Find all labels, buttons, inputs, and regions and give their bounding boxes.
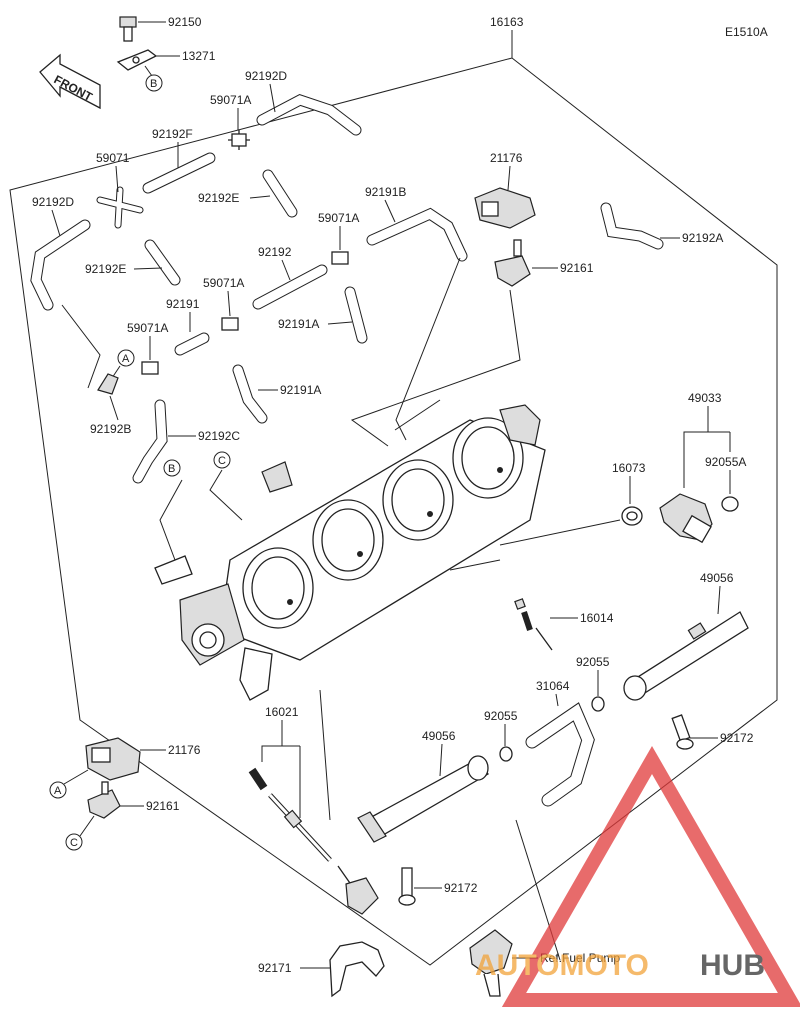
label-59071A-2: 59071A [318, 211, 359, 225]
label-92150: 92150 [168, 15, 202, 29]
cap-part [97, 373, 119, 395]
label-59071A-3: 59071A [203, 276, 244, 290]
tee-59071A-1 [228, 130, 250, 150]
label-92192C: 92192C [198, 429, 240, 443]
ref-circle-b-top [145, 74, 163, 92]
ref-circle-c-mid [213, 451, 231, 469]
hose-92192F [142, 152, 216, 194]
label-92055A: 92055A [705, 455, 746, 469]
label-16163: 16163 [490, 15, 524, 29]
hose-92191B [366, 207, 468, 262]
label-92055-1: 92055 [576, 655, 610, 669]
oring-92055-1 [591, 696, 605, 712]
label-92192B: 92192B [90, 422, 131, 436]
assembly-outline [9, 57, 778, 966]
hose-92191A-1 [344, 286, 368, 344]
label-92171: 92171 [258, 961, 292, 975]
clamp-92171 [329, 941, 385, 998]
sensor-21176-bottom [85, 737, 141, 781]
label-16021: 16021 [265, 705, 299, 719]
label-92192D-top: 92192D [245, 69, 287, 83]
label-92172-right: 92172 [720, 731, 754, 745]
holder-92161-bottom [87, 781, 121, 819]
ref-a-top: A [122, 353, 130, 365]
label-92192E-2: 92192E [85, 262, 126, 276]
pipe-31064 [525, 702, 595, 807]
bolt-92172-right [671, 714, 694, 750]
label-92192: 92192 [258, 245, 292, 259]
hose-92192C [132, 399, 168, 484]
bolt-92150 [119, 16, 137, 42]
ref-circle-b-mid [163, 459, 181, 477]
hose-92192A [600, 202, 664, 250]
ref-a-bottom: A [54, 785, 62, 797]
label-16073: 16073 [612, 461, 646, 475]
label-92191A-2: 92191A [280, 383, 321, 397]
ref-c-mid: C [218, 455, 226, 467]
ref-c-bottom: C [70, 837, 78, 849]
label-59071: 59071 [96, 151, 130, 165]
label-92192F: 92192F [152, 127, 193, 141]
label-13271: 13271 [182, 49, 216, 63]
sensor-21176-top [474, 187, 536, 229]
label-31064: 31064 [536, 679, 570, 693]
bolt-92172-bottom [398, 867, 416, 906]
label-92191: 92191 [166, 297, 200, 311]
hose-92191 [174, 332, 210, 356]
fuel-pump-connector [469, 929, 513, 997]
seal-16073 [621, 506, 643, 526]
tee-59071A-3 [221, 317, 239, 331]
label-59071A-1: 59071A [210, 93, 251, 107]
sensor-16021 [248, 767, 379, 915]
ref-b-mid: B [168, 463, 175, 475]
diagram-code: E1510A [725, 25, 768, 39]
label-49056-right: 49056 [700, 571, 734, 585]
hose-92192E-1 [262, 169, 298, 218]
screw-16014 [514, 598, 553, 651]
ref-fuel-pump-note: Ref.Fuel Pump [540, 951, 620, 965]
label-92192A: 92192A [682, 231, 723, 245]
bracket-13271 [116, 49, 158, 71]
hose-92192D-top [256, 94, 362, 136]
front-arrow: FRONT [39, 53, 101, 110]
tee-59071A-4 [141, 361, 159, 375]
throttle-body-assembly [154, 404, 546, 701]
label-92192D-left: 92192D [32, 195, 74, 209]
delivery-pipe-49056-right [623, 611, 749, 701]
label-92191B: 92191B [365, 185, 406, 199]
tee-59071A-2 [331, 251, 349, 265]
label-92161-top: 92161 [560, 261, 594, 275]
label-21176-bottom: 21176 [168, 743, 201, 757]
label-92055-2: 92055 [484, 709, 518, 723]
tee-59071 [96, 186, 144, 229]
hose-92191A-2 [232, 364, 268, 424]
label-59071A-4: 59071A [127, 321, 168, 335]
hose-92192D-left [30, 219, 91, 311]
label-16014: 16014 [580, 611, 614, 625]
label-49056-mid: 49056 [422, 729, 456, 743]
label-92191A-1: 92191A [278, 317, 319, 331]
hose-92192 [252, 264, 328, 310]
hose-92192E-2 [144, 239, 181, 286]
holder-92161-top [494, 239, 531, 287]
label-21176-top: 21176 [490, 151, 523, 165]
oring-92055A [721, 496, 739, 512]
watermark-text-1: AUTOMOTO [475, 949, 649, 982]
label-92172-bottom: 92172 [444, 881, 478, 895]
label-92192E-1: 92192E [198, 191, 239, 205]
ref-circle-c-bottom [65, 833, 83, 851]
ref-b-top: B [150, 78, 157, 90]
delivery-pipe-49056-mid [357, 755, 490, 843]
oring-92055-2 [499, 746, 513, 762]
watermark-text-2: HUB [700, 949, 765, 982]
ref-circle-a-top [117, 349, 135, 367]
ref-circle-a-bottom [49, 781, 67, 799]
label-92161-bottom: 92161 [146, 799, 180, 813]
watermark-logo: AUTOMOTO HUB [475, 745, 800, 1007]
label-49033: 49033 [688, 391, 722, 405]
injector-49033 [659, 493, 713, 544]
